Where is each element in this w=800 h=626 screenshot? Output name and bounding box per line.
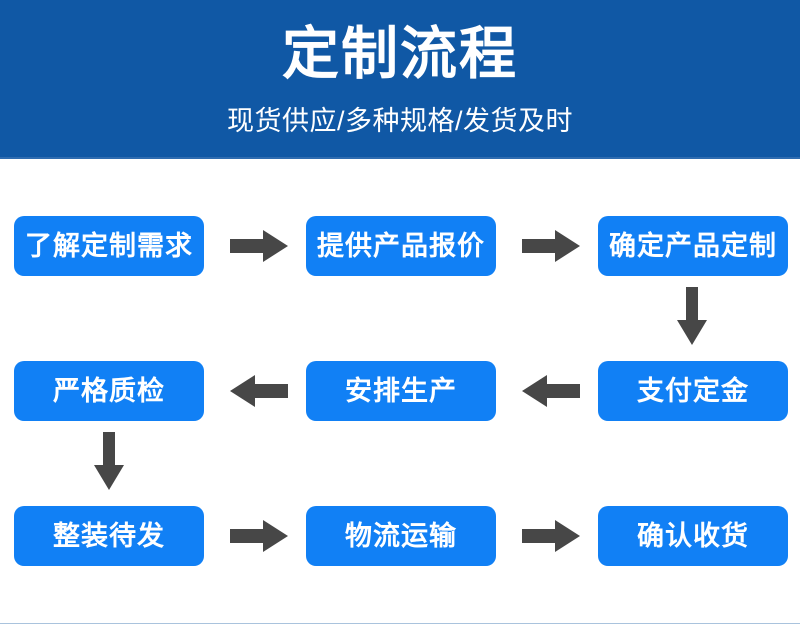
page-title: 定制流程 — [282, 22, 518, 87]
header-banner: 定制流程 现货供应/多种规格/发货及时 — [0, 0, 800, 159]
arrow-right-icon — [522, 230, 580, 262]
arrow-down-icon — [93, 432, 125, 490]
arrow-right-icon — [230, 520, 288, 552]
flow-node-label: 确认收货 — [637, 520, 749, 551]
arrow-right-icon — [522, 520, 580, 552]
flow-node-label: 提供产品报价 — [317, 230, 485, 261]
arrow-right-icon — [230, 230, 288, 262]
arrow-left-icon — [230, 375, 288, 407]
flow-node-confirm-customization[interactable]: 确定产品定制 — [598, 216, 788, 276]
flow-node-confirm-receipt[interactable]: 确认收货 — [598, 506, 788, 566]
flow-node-label: 严格质检 — [53, 375, 165, 406]
flow-node-label: 了解定制需求 — [25, 230, 193, 261]
flow-node-label: 物流运输 — [345, 520, 457, 551]
flow-node-ready-for-dispatch[interactable]: 整装待发 — [14, 506, 204, 566]
flow-node-logistics-transport[interactable]: 物流运输 — [306, 506, 496, 566]
flow-node-label: 整装待发 — [53, 520, 165, 551]
page-subtitle: 现货供应/多种规格/发货及时 — [226, 105, 573, 136]
header-divider — [0, 157, 800, 159]
flow-node-label: 支付定金 — [637, 375, 749, 406]
flow-node-arrange-production[interactable]: 安排生产 — [306, 361, 496, 421]
flow-node-strict-quality-inspection[interactable]: 严格质检 — [14, 361, 204, 421]
flow-node-pay-deposit[interactable]: 支付定金 — [598, 361, 788, 421]
flow-node-provide-quotation[interactable]: 提供产品报价 — [306, 216, 496, 276]
arrow-down-icon — [676, 287, 708, 345]
process-flow-diagram: 了解定制需求 提供产品报价 确定产品定制 严格质检 — [0, 159, 800, 626]
flow-node-label: 确定产品定制 — [609, 230, 777, 261]
bottom-divider — [0, 623, 800, 624]
flow-node-label: 安排生产 — [345, 375, 457, 406]
arrow-left-icon — [522, 375, 580, 407]
flow-node-understand-requirements[interactable]: 了解定制需求 — [14, 216, 204, 276]
